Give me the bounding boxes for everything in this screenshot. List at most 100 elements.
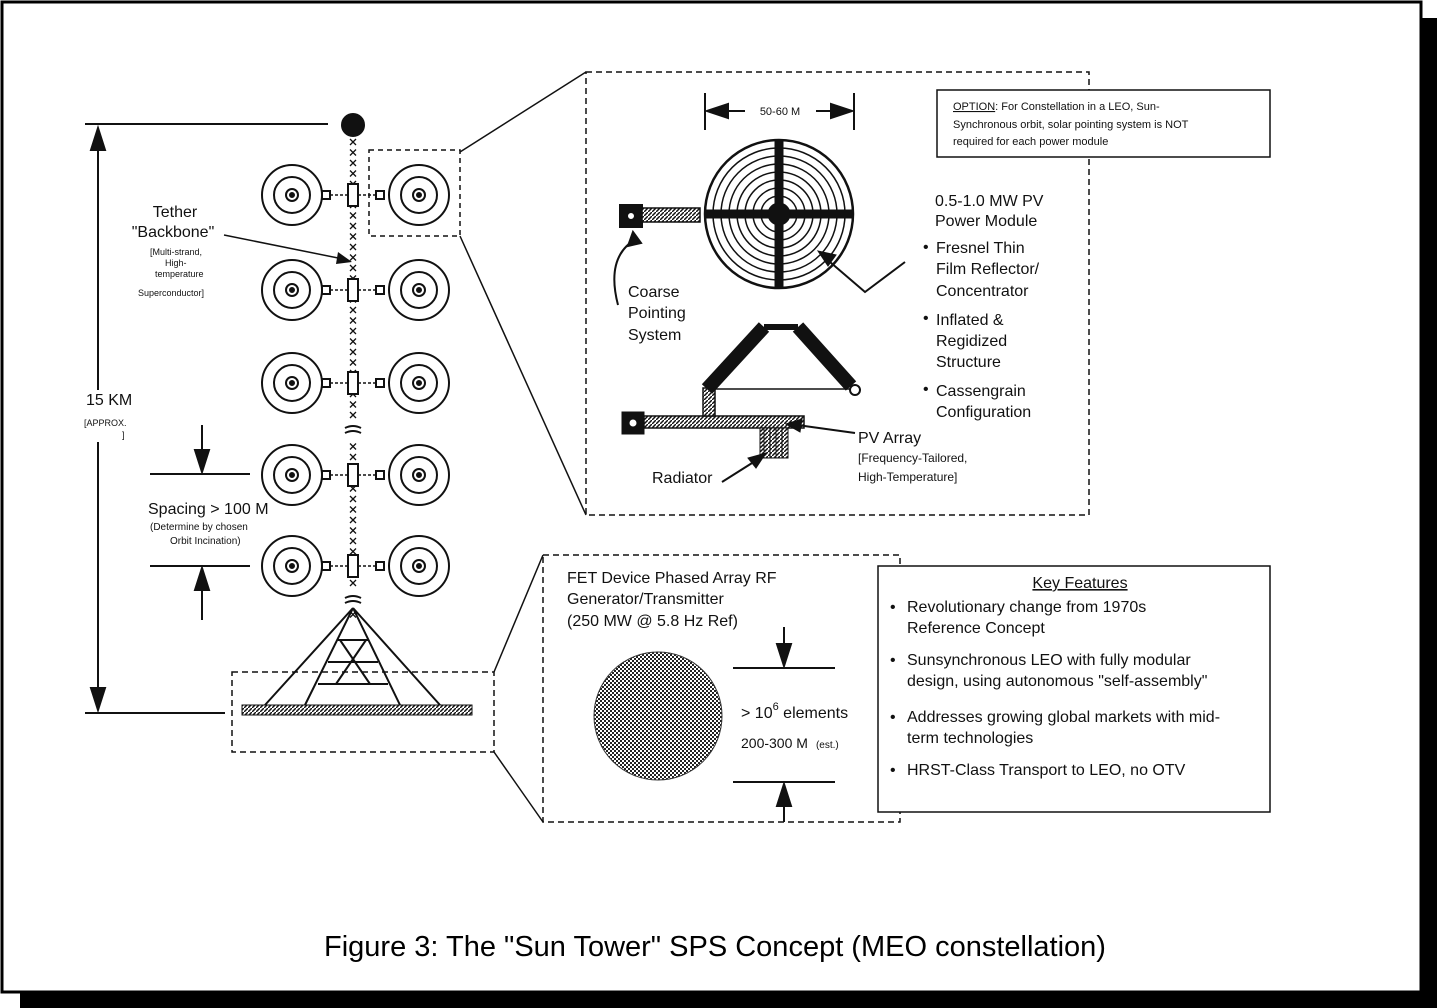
tether-x-mark <box>349 159 357 167</box>
option-line-2: Synchronous orbit, solar pointing system… <box>953 119 1189 131</box>
tether-x-mark <box>349 138 357 146</box>
tether-note-4: Superconductor] <box>138 288 204 298</box>
key-features-list: •Revolutionary change from 1970sReferenc… <box>890 599 1220 779</box>
module-hub-dot <box>289 192 295 198</box>
module-ring <box>400 547 438 585</box>
phased-array-disk <box>593 651 723 781</box>
tether-x-mark <box>349 401 357 408</box>
option-line-1: OPTION: For Constellation in a LEO, Sun- <box>953 101 1160 113</box>
tether-x-mark <box>349 359 357 366</box>
height-note: [APPROX. <box>84 418 127 428</box>
module-hub <box>412 188 426 202</box>
tether-x-mark <box>349 317 357 324</box>
module-hub-dot <box>289 380 295 386</box>
bullet-3-line-1: Cassengrain <box>936 383 1026 400</box>
tether-x-mark <box>349 222 357 230</box>
module-ring <box>400 271 438 309</box>
tether-x-mark <box>349 338 357 345</box>
option-box <box>936 89 1271 158</box>
tether-x-mark <box>349 537 357 545</box>
bullet-1-line-3: Concentrator <box>936 283 1029 300</box>
tether-note: [Multi-strand, <box>150 247 202 257</box>
key-features-title: Key Features <box>1032 575 1127 592</box>
module-pair <box>261 352 450 414</box>
tether-x-mark <box>349 443 357 450</box>
module-hub-dot <box>289 563 295 569</box>
option-line-3: required for each power module <box>953 136 1108 148</box>
array-size-value: 200-300 M <box>741 735 808 751</box>
cassegrain-side-view <box>621 250 906 483</box>
array-size-note: (est.) <box>816 740 839 751</box>
ground-station <box>231 607 495 753</box>
array-size-dimension <box>733 627 835 822</box>
key-features-box <box>877 565 1271 813</box>
spacing-title: Spacing > 100 M <box>148 501 269 518</box>
bullet-3-line-2: Configuration <box>936 404 1031 421</box>
key-feature-bullet: • <box>890 709 896 726</box>
frame-border <box>0 0 1423 994</box>
tether-x-mark <box>349 327 357 335</box>
tether-node <box>347 463 359 487</box>
module-hub <box>412 468 426 482</box>
elements-suffix: elements <box>779 705 848 722</box>
module-ring <box>273 547 311 585</box>
pointing-label: Coarse <box>628 284 680 301</box>
pv-array-label: PV Array <box>858 430 921 447</box>
bullet-2-line-2: Regidized <box>936 333 1007 350</box>
module-hub <box>285 559 299 573</box>
module-ring <box>273 176 311 214</box>
module-hub <box>285 468 299 482</box>
module-title-2: Power Module <box>935 213 1037 230</box>
module-hub-dot <box>416 192 422 198</box>
tether-node <box>347 183 359 207</box>
module-ring <box>400 364 438 402</box>
tether-break-marks <box>344 425 362 604</box>
height-note-2: ] <box>122 430 125 440</box>
tether-pointer <box>223 234 349 261</box>
module-ring <box>400 176 438 214</box>
module-hub-dot <box>416 287 422 293</box>
radiator-label: Radiator <box>652 470 713 487</box>
bullet-1-line-1: Fresnel Thin <box>936 240 1025 257</box>
bullet-dot: • <box>923 239 929 256</box>
key-feature-item: •HRST-Class Transport to LEO, no OTV <box>890 762 1186 779</box>
module-hub <box>285 188 299 202</box>
module-ring <box>388 535 450 597</box>
module-pair <box>261 535 450 597</box>
tether-x-mark <box>349 579 357 587</box>
option-prefix: OPTION <box>953 101 995 113</box>
tether-x-mark <box>349 411 357 419</box>
module-hub <box>412 376 426 390</box>
module-hub-dot <box>416 380 422 386</box>
key-feature-item: •Sunsynchronous LEO with fully modularde… <box>890 652 1207 690</box>
tether-x-mark <box>349 548 357 555</box>
tether-x-mark <box>349 516 357 524</box>
key-feature-line: design, using autonomous "self-assembly" <box>907 673 1207 690</box>
transmitter-title: FET Device Phased Array RF <box>567 570 777 587</box>
tether-node <box>347 371 359 395</box>
key-feature-bullet: • <box>890 762 896 779</box>
elements-label: > 106 elements <box>741 701 848 722</box>
tether-x-mark <box>349 527 357 534</box>
key-feature-line: Addresses growing global markets with mi… <box>907 709 1220 726</box>
tether-x-mark <box>349 170 357 177</box>
fresnel-reflector <box>703 138 855 290</box>
module-hub-dot <box>289 287 295 293</box>
module-ring <box>388 164 450 226</box>
module-hub <box>412 283 426 297</box>
pointing-label-2: Pointing <box>628 305 686 322</box>
figure-caption: Figure 3: The "Sun Tower" SPS Concept (M… <box>324 931 1106 963</box>
module-ring <box>388 259 450 321</box>
module-ring <box>273 456 311 494</box>
module-pair <box>261 164 450 226</box>
power-module-rows <box>261 164 450 597</box>
tether-pointer-arrow <box>336 252 352 264</box>
key-feature-bullet: • <box>890 652 896 669</box>
key-feature-item: •Revolutionary change from 1970sReferenc… <box>890 599 1146 637</box>
transmitter-title-3: (250 MW @ 5.8 Hz Ref) <box>567 613 738 630</box>
tether-note-2: High- <box>165 258 187 268</box>
module-hub <box>285 376 299 390</box>
bullet-dot: • <box>923 310 929 327</box>
module-ring <box>273 364 311 402</box>
